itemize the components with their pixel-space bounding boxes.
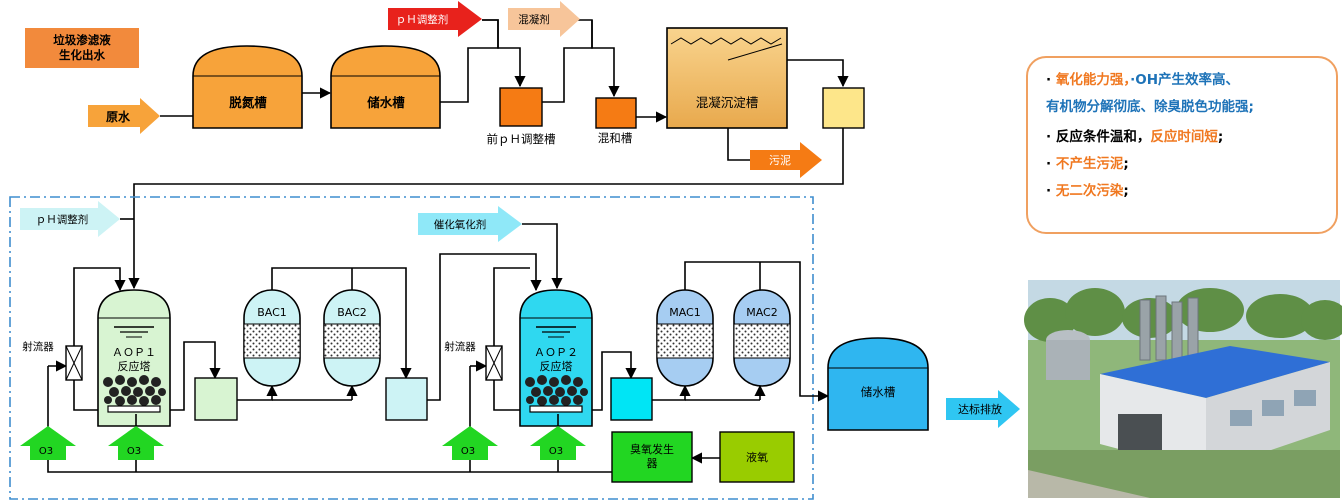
mixing-tank: 混和槽: [595, 97, 637, 145]
advantage-4: · 无二次污染;: [1046, 183, 1324, 200]
advantages-panel: · 氧化能力强，·OH产生效率高、 有机物分解彻底、除臭脱色功能强; · 反应条…: [1026, 56, 1338, 234]
bullet-icon: ·: [1046, 72, 1056, 88]
bullet-icon: ·: [1046, 183, 1056, 199]
discharge-arrow: 达标排放: [946, 390, 1020, 428]
ejector-1: 射流器: [22, 340, 83, 381]
o3-label-2: O3: [127, 446, 141, 457]
advantage-1-continued: 有机物分解彻底、除臭脱色功能强;: [1046, 99, 1254, 115]
ozone-generator-label-line1: 臭氧发生: [630, 442, 674, 456]
o3-label-1: O3: [39, 446, 53, 457]
advantage-3-part-a: 不产生污泥: [1055, 156, 1124, 172]
catalyst-arrow: 催化氧化剂: [418, 206, 522, 242]
advantage-2-part-b: 反应时间短: [1150, 129, 1218, 145]
bullet-icon: ·: [1046, 129, 1056, 145]
mac1-vessel: MAC1: [656, 289, 714, 387]
pre-ph-tank: 前ｐＨ调整槽: [487, 87, 556, 146]
coag-sed-tank-label: 混凝沉淀槽: [696, 95, 759, 110]
treatment-plant-photo: [1024, 280, 1342, 498]
aop1-reaction-tower: ＡＯＰ１ 反应塔: [97, 289, 171, 427]
ejector-2-label: 射流器: [444, 340, 476, 353]
advantage-2-part-a: 反应条件温和，: [1055, 129, 1151, 145]
raw-water-arrow: 原水: [88, 98, 160, 134]
coag-sedimentation-tank: 混凝沉淀槽: [666, 27, 788, 129]
advantage-3-part-b: ;: [1123, 156, 1129, 172]
ozone-generator: 臭氧发生 器: [611, 431, 693, 483]
bac-outlet-tank: [385, 377, 428, 421]
ph-agent-top-label: ｐＨ调整剂: [396, 13, 449, 26]
o3-arrow-2: O3: [108, 426, 164, 460]
aop1-label-line1: ＡＯＰ１: [112, 346, 156, 359]
liquid-oxygen-label: 液氧: [746, 450, 768, 464]
top-row-pipes: [128, 19, 849, 290]
advantage-4-part-b: ;: [1123, 183, 1129, 199]
advantage-2-part-c: ;: [1217, 129, 1224, 145]
ph-agent-top-arrow: ｐＨ调整剂: [388, 1, 482, 37]
aop2-outlet-tank: [610, 377, 653, 421]
leachate-label-line1: 垃圾渗滤液: [53, 33, 111, 47]
bac2-label: BAC2: [337, 306, 367, 319]
mixing-tank-label: 混和槽: [598, 131, 633, 145]
o3-label-4: O3: [549, 446, 563, 457]
advantage-1: · 氧化能力强，·OH产生效率高、: [1046, 72, 1324, 89]
coagulant-arrow: 混凝剂: [508, 1, 580, 37]
raw-water-label: 原水: [106, 109, 131, 124]
catalyst-label: 催化氧化剂: [434, 218, 487, 231]
storage-tank-1-label: 储水槽: [366, 95, 405, 110]
o3-label-3: O3: [461, 446, 475, 457]
aop2-label-line2: 反应塔: [540, 359, 573, 373]
ejector-2: 射流器: [444, 340, 503, 381]
mac1-label: MAC1: [669, 306, 701, 319]
intermediate-tank: [822, 87, 865, 129]
storage-tank-2: 储水槽: [827, 337, 929, 431]
aop1-media-icon: [103, 375, 166, 406]
sludge-label: 污泥: [769, 154, 791, 167]
leachate-label-line2: 生化出水: [59, 48, 105, 62]
bac1-vessel: BAC1: [243, 289, 301, 387]
o3-arrow-1: O3: [20, 426, 76, 460]
coagulant-label: 混凝剂: [518, 13, 550, 26]
aop2-reaction-tower: ＡＯＰ２ 反应塔: [519, 289, 593, 427]
storage-tank-1: 储水槽: [330, 45, 441, 129]
discharge-label: 达标排放: [958, 402, 1002, 416]
system-boundary: [9, 196, 814, 500]
mac2-vessel: MAC2: [733, 289, 791, 387]
advantage-3: · 不产生污泥;: [1046, 156, 1324, 173]
aop2-media-icon: [525, 375, 588, 406]
advantage-1-part-a: 氧化能力强，: [1055, 72, 1131, 88]
leachate-label-box: 垃圾渗滤液 生化出水: [25, 28, 139, 68]
ph-agent-mid-arrow: ｐＨ调整剂: [20, 201, 120, 237]
storage-tank-2-label: 储水槽: [861, 385, 896, 399]
denitrification-tank: 脱氮槽: [192, 45, 303, 129]
o3-arrow-3: O3: [442, 426, 498, 460]
catalyst-pipe: [522, 223, 563, 290]
aop1-label-line2: 反应塔: [118, 359, 151, 373]
advantage-2: · 反应条件温和，反应时间短;: [1046, 129, 1324, 146]
liquid-oxygen-tank: 液氧: [719, 431, 795, 483]
bullet-icon: ·: [1046, 156, 1056, 172]
pre-ph-tank-label: 前ｐＨ调整槽: [487, 132, 556, 146]
ejector-1-label: 射流器: [22, 340, 54, 353]
o3-supply-pipes: [135, 414, 559, 472]
o3-arrow-4: O3: [530, 426, 586, 460]
bac1-label: BAC1: [257, 306, 287, 319]
advantage-4-part-a: 无二次污染: [1055, 183, 1124, 199]
lower-pipes: [47, 253, 830, 473]
aop2-label-line1: ＡＯＰ２: [534, 346, 578, 359]
denitrification-tank-label: 脱氮槽: [229, 95, 267, 110]
mac2-label: MAC2: [746, 306, 778, 319]
aop1-outlet-tank: [194, 377, 238, 421]
sludge-arrow: 污泥: [750, 142, 822, 178]
ph-agent-mid-label: ｐＨ调整剂: [36, 213, 89, 226]
bac2-vessel: BAC2: [323, 289, 381, 387]
advantage-1-part-b: ·OH产生效率高、: [1130, 72, 1239, 88]
ozone-generator-label-line2: 器: [647, 457, 658, 470]
